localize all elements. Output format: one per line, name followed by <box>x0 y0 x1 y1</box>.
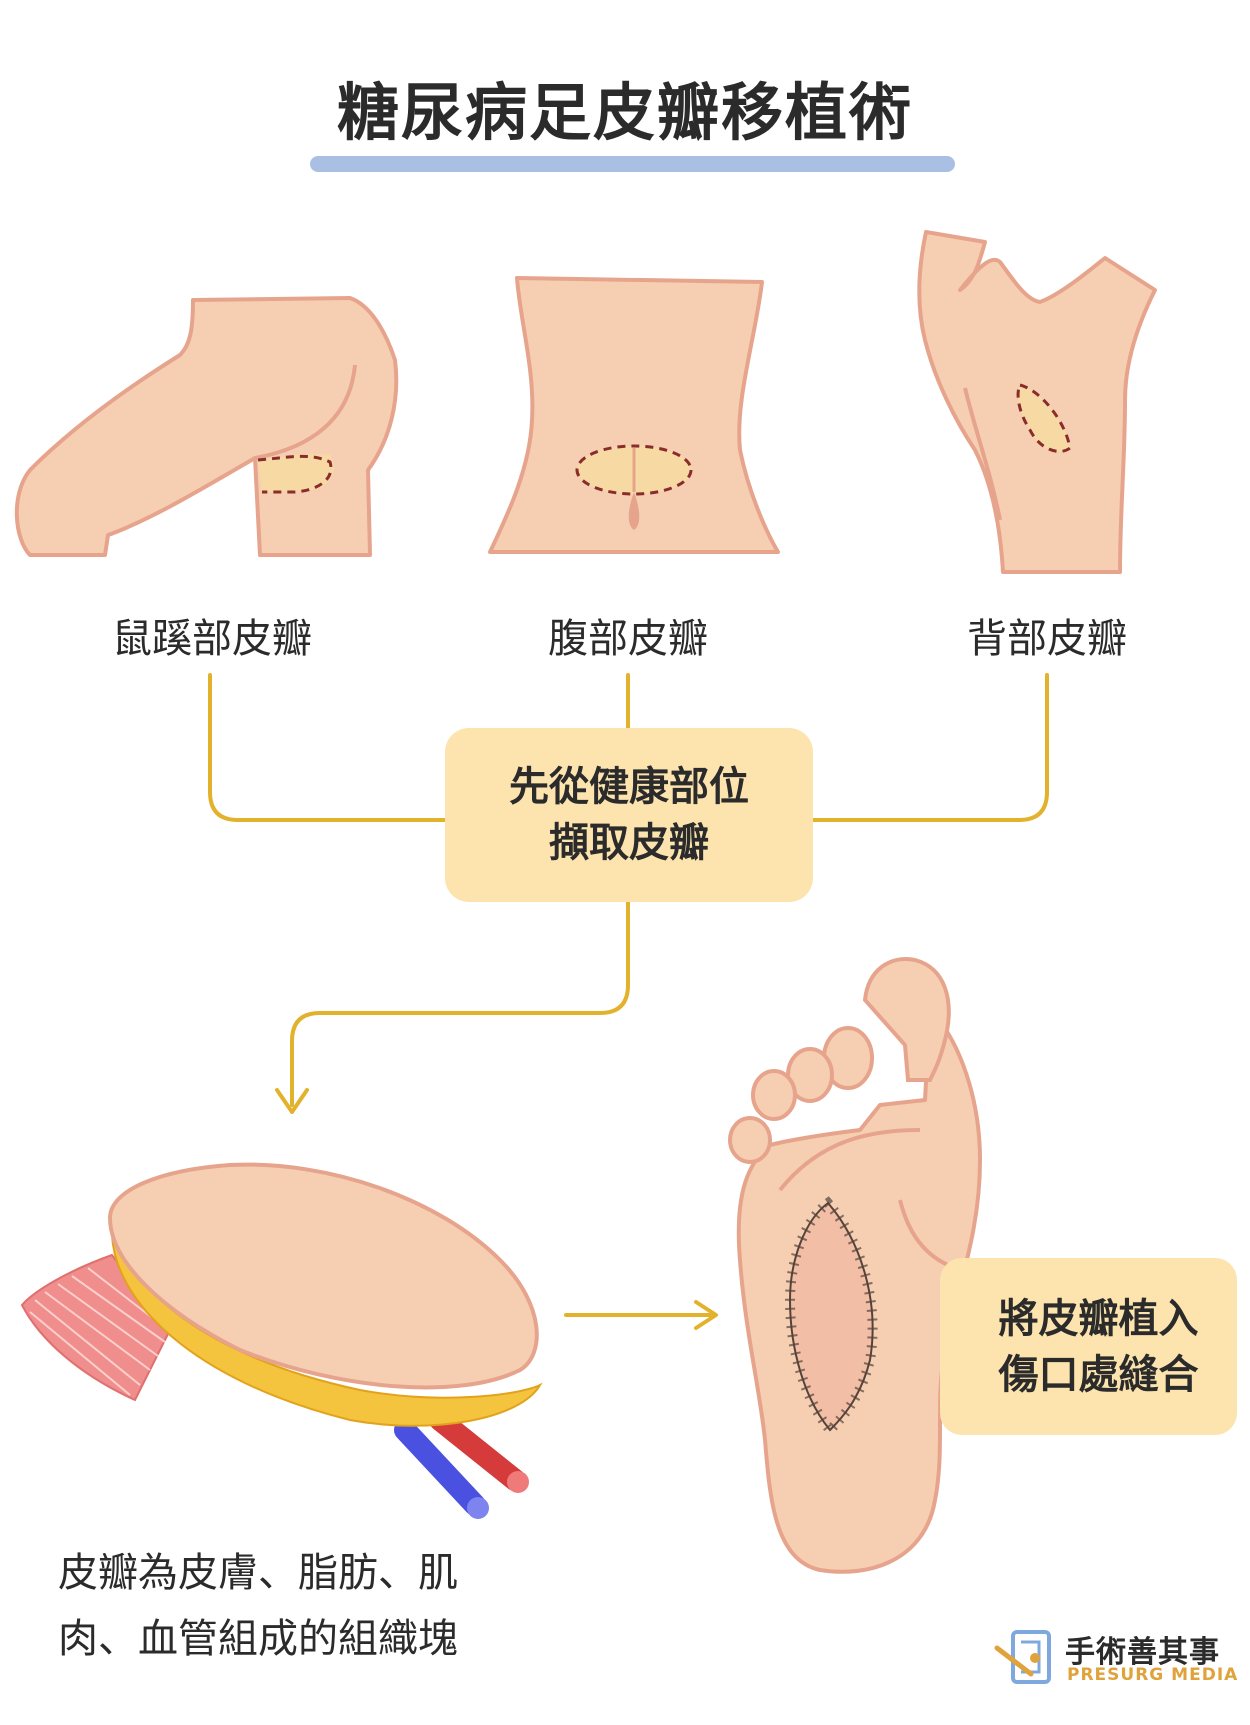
back-flap-label: 背部皮瓣 <box>967 616 1127 662</box>
graft-step-line1: 將皮瓣植入 <box>998 1295 1199 1342</box>
logo-name: 手術善其事 <box>1065 1635 1220 1670</box>
graft-step-box: 將皮瓣植入 傷口處縫合 <box>940 1258 1237 1435</box>
abdomen-illustration <box>488 276 780 554</box>
harvest-step-box: 先從健康部位 擷取皮瓣 <box>445 728 813 902</box>
foot-illustration <box>728 957 982 1574</box>
graft-step-line2: 傷口處縫合 <box>998 1351 1199 1398</box>
presurg-logo-icon <box>994 1630 1051 1684</box>
title-underline <box>310 156 955 172</box>
flap-description-line2: 肉、血管組成的組織塊 <box>58 1616 458 1662</box>
abdomen-flap-label: 腹部皮瓣 <box>548 616 708 662</box>
flap-description: 皮瓣為皮膚、脂肪、肌 肉、血管組成的組織塊 <box>58 1540 538 1672</box>
back-illustration <box>917 230 1157 574</box>
harvest-step-line2: 擷取皮瓣 <box>549 820 709 866</box>
harvest-step-line1: 先從健康部位 <box>509 764 749 810</box>
arrow-right-icon <box>694 1300 718 1330</box>
arrow-down-icon <box>275 1088 309 1114</box>
flap-tissue-illustration <box>20 1162 543 1519</box>
page-title: 糖尿病足皮瓣移植術 <box>336 76 913 149</box>
flap-description-line1: 皮瓣為皮膚、脂肪、肌 <box>58 1550 458 1596</box>
logo-english: PRESURG MEDIA <box>1067 1665 1239 1685</box>
groin-flap-label: 鼠蹊部皮瓣 <box>112 616 312 662</box>
groin-illustration <box>14 296 399 557</box>
connector-lines <box>208 673 1049 1317</box>
